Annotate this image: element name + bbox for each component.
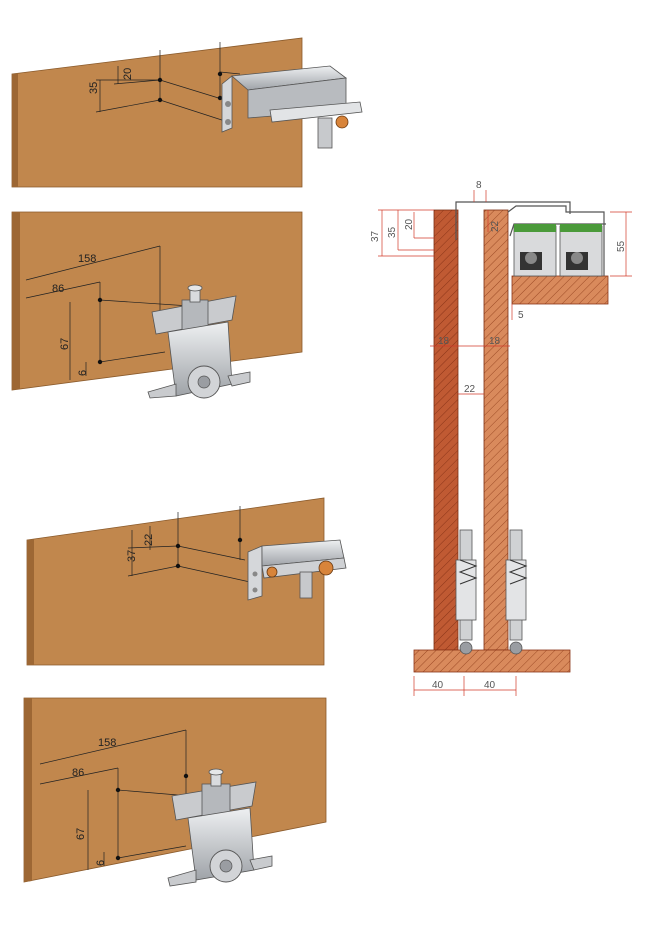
dim-label-6: 6 (95, 860, 107, 866)
dim-label-55: 55 (616, 240, 627, 252)
top-rail-plate (511, 275, 609, 305)
dim-label-18-right: 18 (489, 336, 501, 347)
dim-label-6: 6 (77, 370, 89, 376)
screw-points (157, 71, 223, 103)
screw-points (115, 773, 189, 861)
panel-bottom-fitting: 158 86 67 6 (11, 211, 303, 399)
dim-label-35: 35 (387, 226, 398, 238)
top-guide-bracket (221, 65, 363, 149)
dim-label-37: 37 (126, 550, 138, 562)
bottom-roller-carriage (147, 284, 251, 399)
dim-label-22: 22 (143, 534, 155, 546)
dim-label-22-top: 22 (490, 220, 501, 232)
dim-label-20: 20 (404, 218, 415, 230)
wood-board (23, 697, 327, 883)
dim-label-40-right: 40 (484, 680, 496, 691)
dim-label-86: 86 (52, 283, 64, 295)
dim-label-37: 37 (370, 230, 381, 242)
dimension-lines (127, 506, 251, 583)
dim-label-35: 35 (88, 82, 100, 94)
wood-board-edge (27, 539, 34, 665)
dim-label-20: 20 (122, 68, 134, 80)
dimension-lines (95, 42, 241, 123)
wood-board (11, 211, 303, 391)
screw-points (175, 537, 243, 569)
wood-board-edge (24, 698, 32, 882)
dim-label-5: 5 (518, 310, 524, 321)
dim-label-86: 86 (72, 767, 84, 779)
dim-label-158: 158 (78, 253, 96, 265)
cross-section-drawing: 8 37 35 20 22 55 5 18 18 22 40 40 (370, 180, 632, 696)
floor-plate (413, 649, 571, 673)
wood-board (26, 497, 325, 666)
panel-bottom-fitting-2: 158 86 67 6 (23, 697, 327, 887)
wood-board-edge (12, 74, 18, 187)
dim-label-67: 67 (75, 828, 87, 840)
panel-top-fitting: 35 20 (11, 37, 363, 188)
dim-label-40-left: 40 (432, 680, 444, 691)
top-guide-bracket (247, 539, 347, 601)
dim-label-8: 8 (476, 180, 482, 191)
dim-label-158: 158 (98, 737, 116, 749)
door-left-section (433, 209, 459, 651)
bottom-guides (455, 529, 528, 655)
panel-top-fitting-2: 37 22 (26, 497, 347, 666)
section-dimension-lines (378, 190, 632, 696)
dim-label-22-mid: 22 (464, 384, 476, 395)
door-right-section (483, 209, 509, 651)
dim-label-18-left: 18 (438, 336, 450, 347)
wood-board-edge (12, 212, 20, 390)
dimension-lines (25, 245, 191, 380)
dim-label-67: 67 (59, 338, 71, 350)
bottom-roller-carriage (167, 768, 273, 887)
top-rollers (513, 224, 603, 277)
